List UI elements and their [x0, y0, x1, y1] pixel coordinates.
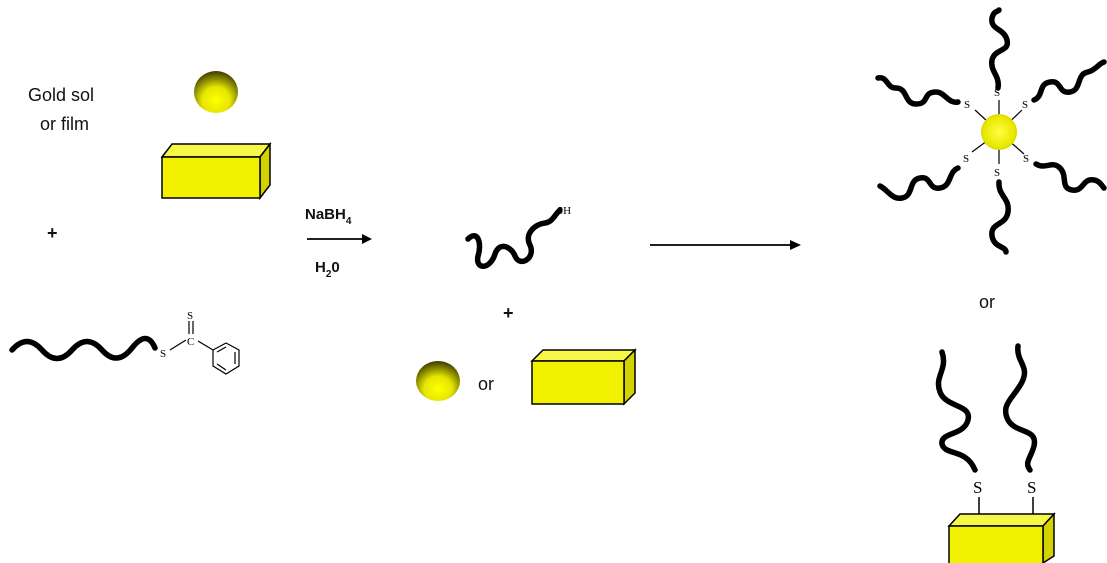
functionalized-nanoparticle: S S S S S S [875, 7, 1107, 255]
plus-sign-middle: + [503, 303, 514, 323]
carbon-atom: C [187, 336, 194, 348]
chain-film-right [1002, 343, 1038, 473]
reaction-arrow-2 [650, 240, 801, 250]
or-label-middle: or [478, 374, 494, 394]
plus-sign-left: + [47, 223, 58, 243]
sulfur-top: S [994, 87, 1000, 99]
sulfur-upper-left: S [964, 99, 970, 111]
thiol-polymer-chain [465, 207, 563, 269]
or-label-right: or [979, 292, 995, 312]
sulfur-film-left: S [973, 478, 982, 497]
reaction-arrow-1 [307, 234, 372, 244]
s-c-bond [169, 339, 187, 351]
sulfur-lower-left: S [963, 153, 969, 165]
gold-label-line1: Gold sol [28, 85, 94, 105]
gold-core [981, 114, 1017, 150]
sulfur-film-right: S [1027, 478, 1036, 497]
sulfur-lower-right: S [1023, 153, 1029, 165]
functionalized-film: S S [935, 343, 1056, 563]
chain-upper-left [875, 75, 961, 107]
c-ring-bond [197, 340, 214, 351]
gold-film-substrate [948, 525, 1044, 563]
gold-label-line2: or film [40, 114, 89, 134]
chain-lower-left [877, 165, 961, 201]
sulfur-bottom: S [994, 167, 1000, 179]
chain-upper-right [1031, 59, 1107, 103]
chain-top [989, 7, 1011, 91]
chain-film-left [935, 349, 978, 473]
polymer-chain-raft [9, 335, 158, 362]
sulfur-atom-ester: S [160, 348, 166, 360]
benzene-ring [212, 342, 240, 375]
reagent-label: NaBH4 [305, 206, 352, 227]
chain-bottom [989, 179, 1011, 255]
gold-nanoparticle [194, 71, 238, 113]
thiol-group-label: SH [557, 205, 571, 217]
gold-nanoparticle-middle [416, 361, 460, 401]
solvent-label: H20 [315, 259, 340, 280]
gold-film-block-middle [530, 348, 637, 406]
sulfur-upper-right: S [1022, 99, 1028, 111]
gold-film-block [160, 141, 272, 201]
chain-lower-right [1033, 161, 1107, 193]
sulfur-atom-thione: S [187, 310, 193, 322]
